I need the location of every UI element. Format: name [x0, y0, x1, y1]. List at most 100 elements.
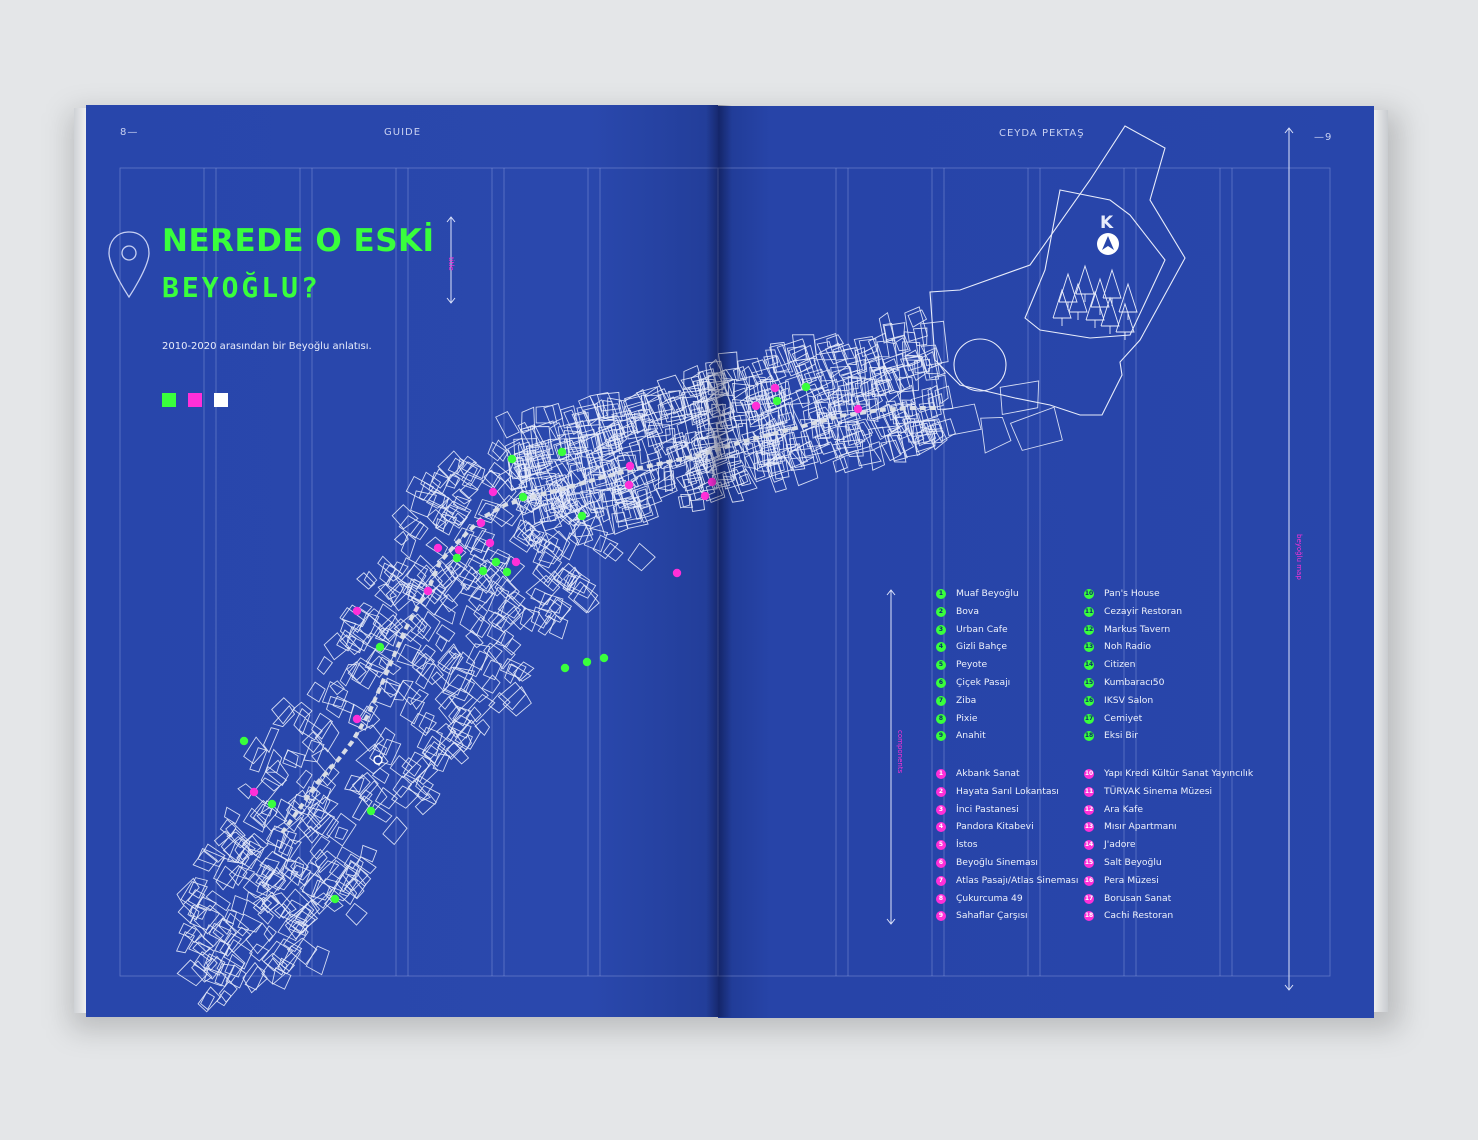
title-line-1: NEREDE O ESKİ [162, 223, 435, 259]
map-marker-pink [625, 461, 635, 471]
compass-letter: K [1100, 213, 1114, 233]
legend-item: 8 Pixie [936, 713, 978, 725]
map-marker-pink [476, 518, 486, 528]
legend-marker-icon: 8 [936, 893, 946, 904]
route-end-marker [373, 755, 383, 765]
swatch-green [162, 393, 176, 407]
location-pin-icon [108, 231, 150, 299]
legend-item: 2 Bova [936, 606, 979, 618]
left-page-grid [119, 167, 718, 977]
map-marker-green [582, 657, 592, 667]
legend-marker-icon: 13 [1084, 822, 1094, 833]
legend-item: 15 Kumbaracı50 [1084, 677, 1165, 689]
page-number-left: 8— [120, 127, 139, 138]
legend-label: Çukurcuma 49 [956, 892, 1023, 904]
legend-label: Pan's House [1104, 588, 1160, 599]
components-arrow [886, 589, 896, 925]
title-arrow [446, 216, 456, 304]
park-trees [1052, 264, 1138, 340]
map-marker-green [330, 894, 340, 904]
swatch-white [214, 393, 228, 407]
legend-item: 13 Mısır Apartmanı [1084, 821, 1177, 833]
legend-marker-icon: 11 [1084, 606, 1094, 617]
legend-marker-icon: 5 [936, 660, 946, 671]
legend-marker-icon: 8 [936, 713, 946, 724]
legend-label: Sahaflar Çarşısı [956, 910, 1028, 922]
legend-label: Citizen [1104, 659, 1136, 671]
map-marker-pink [853, 404, 863, 414]
map-marker-green [502, 567, 512, 577]
legend-marker-icon: 2 [936, 606, 946, 617]
map-marker-pink [488, 487, 498, 497]
legend-marker-icon: 12 [1084, 804, 1094, 815]
map-marker-green [452, 553, 462, 563]
legend-label: Cemiyet [1104, 712, 1143, 724]
map-marker-green [366, 806, 376, 816]
legend-marker-icon: 17 [1084, 893, 1094, 904]
legend-label: Pandora Kitabevi [956, 821, 1034, 833]
legend-marker-icon: 1 [936, 769, 946, 779]
map-marker-green [599, 653, 609, 663]
legend-label: Bova [956, 605, 979, 617]
map-marker-pink [352, 714, 362, 724]
legend-marker-icon: 10 [1084, 769, 1094, 779]
page-number-right: —9 [1314, 132, 1333, 143]
running-head: GUIDE [384, 127, 422, 138]
map-marker-pink [433, 543, 443, 553]
legend-marker-icon: 18 [1084, 911, 1094, 922]
legend-label: Pixie [956, 712, 978, 724]
legend-marker-icon: 3 [936, 804, 946, 815]
map-marker-pink [423, 586, 433, 596]
legend-label: Markus Tavern [1104, 623, 1171, 635]
left-page: 8— GUIDE NEREDE O ESKİ BEYOĞLU? title 20… [86, 105, 718, 1017]
page-edges-right [1372, 110, 1388, 1012]
map-height-arrow [1284, 127, 1294, 991]
legend-marker-icon: 15 [1084, 678, 1094, 688]
legend-label: TÜRVAK Sinema Müzesi [1104, 785, 1213, 797]
legend-marker-icon: 1 [936, 589, 946, 599]
legend-label: Atlas Pasajı/Atlas Sineması [956, 874, 1079, 886]
legend-marker-icon: 10 [1084, 589, 1094, 599]
legend-label: Hayata Sarıl Lokantası [956, 785, 1059, 797]
legend-label: Pera Müzesi [1104, 874, 1159, 886]
legend-marker-icon: 4 [936, 642, 946, 653]
legend-label: Ziba [956, 694, 977, 706]
legend-marker-icon: 6 [936, 858, 946, 868]
legend-label: Cachi Restoran [1104, 910, 1174, 922]
map-marker-green [577, 511, 587, 521]
legend-marker-icon: 12 [1084, 624, 1094, 635]
map-marker-pink [770, 383, 780, 393]
legend-label: Peyote [956, 659, 988, 671]
legend-label: Yapı Kredi Kültür Sanat Yayıncılık [1104, 768, 1254, 779]
legend-item: 18 Cachi Restoran [1084, 910, 1173, 922]
map-marker-green [375, 642, 385, 652]
legend-label: Mısır Apartmanı [1104, 821, 1177, 833]
legend-item: 12 Ara Kafe [1084, 804, 1143, 816]
map-marker-green [560, 663, 570, 673]
subtitle: 2010-2020 arasından bir Beyoğlu anlatısı… [162, 341, 372, 352]
legend-marker-icon: 14 [1084, 660, 1094, 671]
legend-marker-icon: 13 [1084, 642, 1094, 653]
legend-marker-icon: 3 [936, 624, 946, 635]
legend-label: Ara Kafe [1104, 803, 1143, 815]
map-marker-pink [751, 401, 761, 411]
legend-label: Salt Beyoğlu [1104, 857, 1162, 868]
legend-item: 14 Citizen [1084, 659, 1135, 671]
legend-marker-icon: 9 [936, 731, 946, 742]
map-marker-green [239, 736, 249, 746]
legend-label: Cezayir Restoran [1104, 605, 1183, 617]
map-marker-green [267, 799, 277, 809]
legend-label: Kumbaracı50 [1104, 677, 1165, 688]
